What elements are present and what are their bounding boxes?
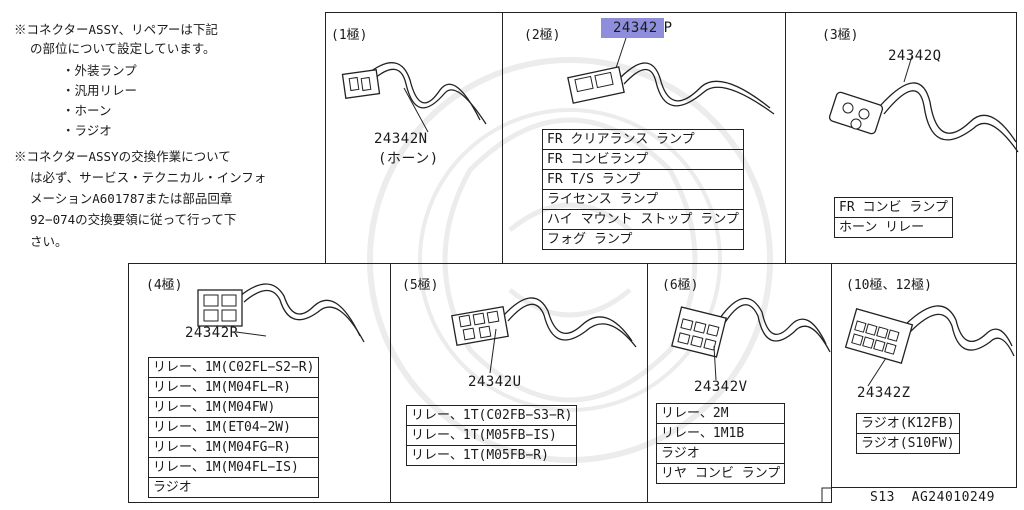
- bullet-item: ・汎用リレー: [62, 83, 138, 98]
- table-cell: FR T/S ランプ: [542, 169, 744, 190]
- table-row: リレー、1M(C02FL−S2−R): [147, 357, 320, 378]
- table-row: ラジオ(S10FW): [856, 433, 960, 454]
- table-row: リレー、1T(M05FB−R): [405, 445, 578, 466]
- application-table: リレー、1T(C02FB−S3−R) リレー、1T(M05FB−IS) リレー、…: [405, 405, 578, 466]
- table-row: リレー、1M(M04FL−IS): [147, 457, 320, 478]
- table-row: リヤ コンビ ランプ: [655, 463, 786, 484]
- panel-title: (3極): [822, 28, 859, 43]
- note2-line: 92−074の交換要領に従って行って下: [30, 212, 237, 227]
- table-cell: リレー、1T(M05FB−R): [405, 445, 578, 466]
- table-row: リレー、1M(M04FW): [147, 397, 320, 418]
- table-cell: リレー、1T(M05FB−IS): [405, 425, 578, 446]
- bullet-item: ・ホーン: [62, 103, 112, 118]
- table-row: リレー、1T(M05FB−IS): [405, 425, 578, 446]
- table-row: リレー、1M(M04FL−R): [147, 377, 320, 398]
- part-number: 24342Z: [857, 385, 911, 401]
- panel-title: (2極): [524, 28, 561, 43]
- panel-title: (1極): [331, 28, 368, 43]
- table-cell: リレー、1M(M04FL−R): [147, 377, 320, 398]
- table-row: FR クリアランス ランプ: [542, 129, 744, 150]
- table-row: リレー、1M(ET04−2W): [147, 417, 320, 438]
- note2-line: メーションA601787または部品回章: [30, 191, 233, 206]
- part-sub-label: (ホーン): [378, 151, 439, 167]
- table-row: リレー、1M1B: [655, 423, 786, 444]
- table-cell: リレー、1M(ET04−2W): [147, 417, 320, 438]
- table-row: FR コンビランプ: [542, 149, 744, 170]
- table-cell: ハイ マウント ストップ ランプ: [542, 209, 744, 230]
- part-number: 24342Q: [888, 48, 942, 64]
- table-row: リレー、1M(M04FG−R): [147, 437, 320, 458]
- note2-line: ※コネクターASSYの交換作業について: [14, 149, 231, 164]
- part-number: 24342U: [468, 374, 522, 390]
- table-cell: ラジオ: [147, 477, 320, 498]
- table-cell: リレー、1M1B: [655, 423, 786, 444]
- table-row: FR T/S ランプ: [542, 169, 744, 190]
- bullet-item: ・ラジオ: [62, 123, 112, 138]
- part-number: 24342V: [694, 379, 748, 395]
- table-cell: リレー、2M: [655, 403, 786, 424]
- connector-3-pole-icon: [828, 55, 1019, 153]
- application-table: ラジオ(K12FB) ラジオ(S10FW): [856, 413, 960, 454]
- table-cell: リレー、1M(M04FL−IS): [147, 457, 320, 478]
- note2-line: さい。: [30, 234, 68, 249]
- connector-4-pole-icon: [197, 283, 365, 343]
- table-row: リレー、2M: [655, 403, 786, 424]
- diagram-code: S13 AG24010249: [870, 490, 995, 505]
- application-table: FR コンビ ランプ ホーン リレー: [834, 197, 953, 238]
- connector-10-12-pole-icon: [844, 305, 1015, 387]
- table-cell: ラジオ(S10FW): [856, 433, 960, 454]
- connector-1-pole-icon: [341, 62, 487, 133]
- application-table: リレー、1M(C02FL−S2−R) リレー、1M(M04FL−R) リレー、1…: [147, 357, 320, 498]
- table-cell: リレー、1T(C02FB−S3−R): [405, 405, 578, 426]
- note1-line2: の部位について設定しています。: [30, 41, 216, 56]
- connector-5-pole-icon: [451, 297, 637, 374]
- panel-10-12-pole: [831, 263, 1017, 488]
- panel-title: (5極): [402, 278, 439, 293]
- table-cell: ラジオ: [655, 443, 786, 464]
- table-row: ラジオ: [147, 477, 320, 498]
- panel-title: (10極、12極): [846, 278, 932, 293]
- application-table: FR クリアランス ランプ FR コンビランプ FR T/S ランプ ライセンス…: [542, 129, 744, 250]
- table-cell: FR コンビランプ: [542, 149, 744, 170]
- highlighted-part-prefix: 24342: [601, 18, 664, 38]
- connector-2-pole-icon: [567, 37, 775, 115]
- note2-line: は必ず、サービス・テクニカル・インフォ: [30, 170, 267, 185]
- part-number: 24342R: [185, 325, 239, 341]
- table-cell: FR クリアランス ランプ: [542, 129, 744, 150]
- table-cell: ホーン リレー: [834, 217, 953, 238]
- table-row: ホーン リレー: [834, 217, 953, 238]
- table-cell: リレー、1M(C02FL−S2−R): [147, 357, 320, 378]
- table-cell: ラジオ(K12FB): [856, 413, 960, 434]
- bullet-item: ・外装ランプ: [62, 63, 137, 78]
- note1-line1: ※コネクターASSY、リペアーは下記: [14, 22, 218, 37]
- table-cell: リレー、1M(M04FG−R): [147, 437, 320, 458]
- table-row: フォグ ランプ: [542, 229, 744, 250]
- connector-6-pole-icon: [671, 297, 831, 381]
- application-table: リレー、2M リレー、1M1B ラジオ リヤ コンビ ランプ: [655, 403, 786, 484]
- table-row: FR コンビ ランプ: [834, 197, 953, 218]
- table-cell: リヤ コンビ ランプ: [655, 463, 786, 484]
- table-row: ライセンス ランプ: [542, 189, 744, 210]
- panel-title: (4極): [146, 278, 183, 293]
- part-number: 24342N: [374, 131, 428, 147]
- table-cell: ライセンス ランプ: [542, 189, 744, 210]
- table-cell: リレー、1M(M04FW): [147, 397, 320, 418]
- panel-title: (6極): [662, 278, 699, 293]
- table-row: ラジオ(K12FB): [856, 413, 960, 434]
- table-row: ハイ マウント ストップ ランプ: [542, 209, 744, 230]
- table-cell: FR コンビ ランプ: [834, 197, 953, 218]
- table-cell: フォグ ランプ: [542, 229, 744, 250]
- table-row: ラジオ: [655, 443, 786, 464]
- table-row: リレー、1T(C02FB−S3−R): [405, 405, 578, 426]
